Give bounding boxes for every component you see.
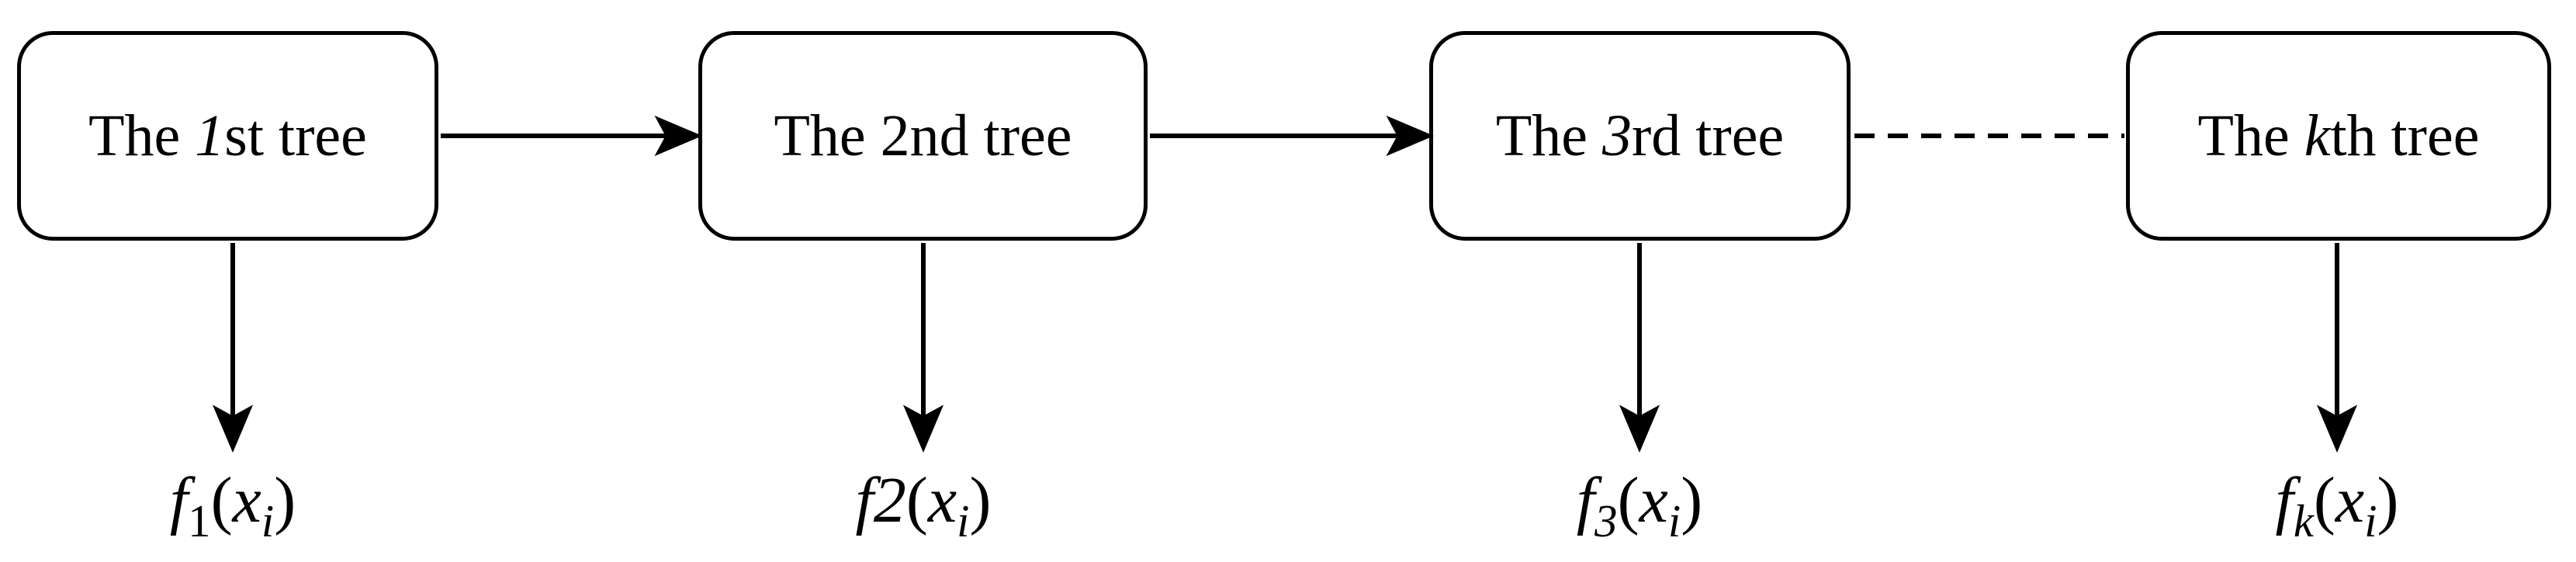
connector-tree2-tree3 bbox=[1150, 115, 1435, 157]
node-title: The 3rd tree bbox=[1495, 102, 1785, 168]
node-the-2nd-tree: The 2nd tree bbox=[698, 31, 1148, 241]
node-the-3rd-tree: The 3rd tree bbox=[1429, 31, 1851, 241]
arrowhead-right-icon bbox=[1386, 115, 1435, 157]
output-label-f2: f2(xi) bbox=[855, 464, 992, 546]
output-arrow-tree3 bbox=[1619, 243, 1660, 453]
node-the-1st-tree: The 1st tree bbox=[17, 31, 438, 241]
arrowhead-down-icon bbox=[902, 404, 944, 453]
output-arrow-tree4 bbox=[2316, 243, 2358, 453]
output-arrow-tree2 bbox=[902, 243, 944, 453]
output-label-fk: fk(xi) bbox=[2275, 464, 2399, 546]
output-label-f3: f3(xi) bbox=[1576, 464, 1703, 546]
arrowhead-right-icon bbox=[654, 115, 703, 157]
output-label-f1: f1(xi) bbox=[169, 464, 296, 546]
connector-tree1-tree2 bbox=[441, 115, 703, 157]
arrowhead-down-icon bbox=[2316, 404, 2358, 453]
output-arrow-tree1 bbox=[212, 243, 254, 453]
node-title: The kth tree bbox=[2197, 102, 2480, 168]
node-title: The 2nd tree bbox=[774, 102, 1072, 168]
node-title: The 1st tree bbox=[88, 102, 367, 168]
arrowhead-down-icon bbox=[1619, 404, 1660, 453]
arrowhead-down-icon bbox=[212, 404, 254, 453]
node-the-kth-tree: The kth tree bbox=[2126, 31, 2551, 241]
